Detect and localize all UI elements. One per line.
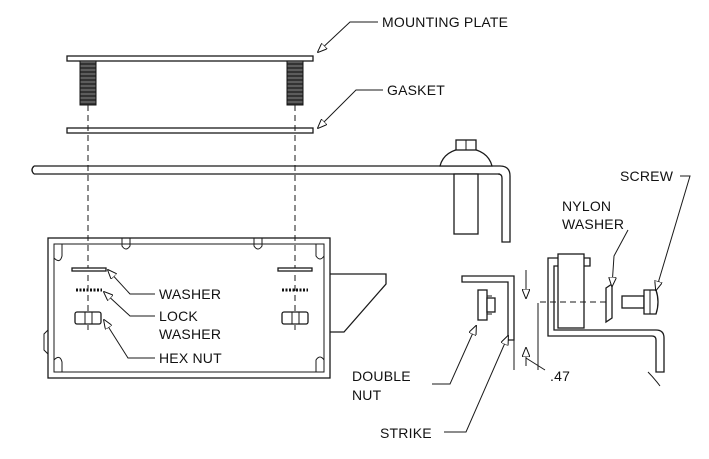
label-dimension: .47 (550, 368, 570, 384)
door-panel (31, 139, 511, 243)
label-nylon-washer-line2: WASHER (562, 216, 624, 232)
washer-left (71, 267, 107, 272)
hex-nut-right (281, 311, 309, 325)
label-hex-nut: HEX NUT (159, 350, 222, 366)
label-washer: WASHER (159, 286, 221, 302)
latch-bracket (540, 253, 665, 387)
strike-part (461, 275, 515, 341)
label-double-nut-line2: NUT (352, 387, 382, 403)
double-nut-part (477, 289, 488, 321)
label-lock-washer-line2: WASHER (159, 326, 221, 342)
stud-left (79, 60, 97, 106)
stud-right (286, 60, 304, 106)
label-lock-washer-line1: LOCK (159, 308, 198, 324)
center-lines (87, 105, 296, 330)
label-strike: STRIKE (380, 425, 432, 441)
mounting-plate (66, 55, 314, 106)
gasket-part (66, 127, 314, 134)
label-nylon-washer-line1: NYLON (562, 198, 611, 214)
screw-part (621, 289, 659, 315)
hex-nut-left (74, 311, 102, 325)
label-double-nut-line1: DOUBLE (352, 368, 411, 384)
nylon-washer-part (605, 282, 613, 324)
label-gasket: GASKET (387, 82, 445, 98)
label-mounting-plate: MOUNTING PLATE (382, 14, 508, 30)
leader-lines (104, 21, 691, 433)
roller (557, 253, 585, 329)
housing-box (43, 237, 387, 379)
dimension-047 (513, 270, 546, 371)
label-screw: SCREW (620, 168, 674, 184)
washer-right (277, 267, 313, 272)
